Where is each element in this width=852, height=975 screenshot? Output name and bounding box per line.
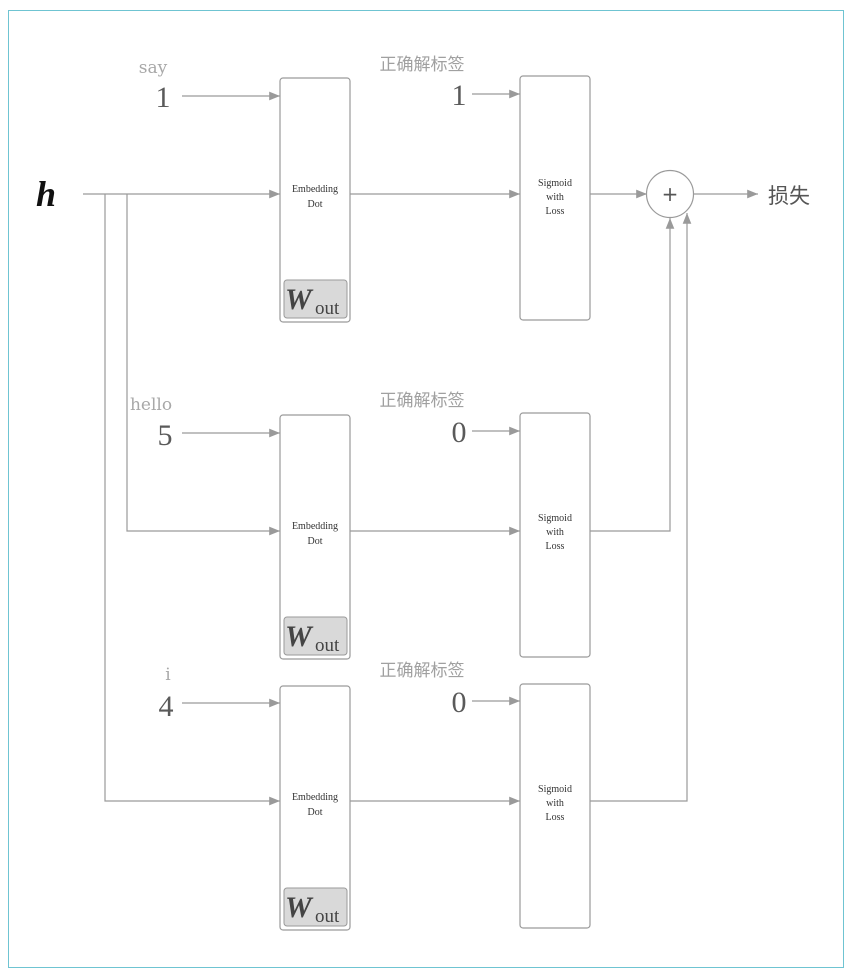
embedding-dot-box [279, 414, 351, 660]
weight-w-out-box [283, 887, 348, 927]
embedding-label: Embedding [292, 792, 338, 803]
sigmoid-with-loss-box [519, 412, 591, 658]
weight-w-out-box [283, 279, 348, 319]
context-word: say [139, 58, 168, 78]
dot-label: Dot [308, 199, 323, 210]
loss-label: Loss [546, 206, 565, 217]
weight-subscript: out [315, 906, 340, 927]
weight-symbol: W [285, 891, 314, 924]
plus-symbol: + [662, 182, 679, 206]
embedding-dot-box [279, 77, 351, 323]
with-label: with [546, 527, 564, 538]
with-label: with [546, 798, 564, 809]
context-word: hello [130, 395, 172, 415]
embedding-label: Embedding [292, 521, 338, 532]
loss-output-label: 损失 [768, 184, 810, 208]
embedding-dot-box [279, 685, 351, 931]
dot-label: Dot [308, 807, 323, 818]
weight-subscript: out [315, 298, 340, 319]
correct-label-caption: 正确解标签 [380, 391, 465, 411]
diagram-frame [8, 10, 844, 968]
sigmoid-3-to-sum-arrow [590, 213, 692, 802]
sigmoid-label: Sigmoid [538, 784, 572, 795]
loss-label: Loss [546, 541, 565, 552]
weight-subscript: out [315, 635, 340, 656]
word-index: 1 [156, 81, 171, 114]
correct-label-value: 1 [452, 79, 467, 112]
loss-label: Loss [546, 812, 565, 823]
row-2: hello 5 Embedding Dot W out 正确解标签 0 Sigm… [130, 391, 591, 660]
dot-label: Dot [308, 536, 323, 547]
weight-symbol: W [285, 283, 314, 316]
embedding-label: Embedding [292, 184, 338, 195]
with-label: with [546, 192, 564, 203]
word-index: 5 [158, 419, 173, 452]
connector-lines [83, 89, 758, 806]
sum-node [645, 169, 695, 219]
weight-symbol: W [285, 620, 314, 653]
word-index: 4 [159, 690, 174, 723]
weight-w-out-box [283, 616, 348, 656]
sigmoid-with-loss-box [519, 75, 591, 321]
correct-label-caption: 正确解标签 [380, 661, 465, 681]
context-word: i [165, 665, 171, 685]
sigmoid-with-loss-box [519, 683, 591, 929]
row-1: say 1 Embedding Dot W out 正确解标签 1 Sigmoi… [139, 55, 591, 323]
h-to-embed-2-arrow [126, 194, 280, 536]
correct-label-value: 0 [452, 686, 467, 719]
sigmoid-2-to-sum-arrow [590, 218, 675, 532]
input-vector-h: h [36, 174, 56, 214]
sigmoid-label: Sigmoid [538, 178, 572, 189]
row-3: i 4 Embedding Dot W out 正确解标签 0 Sigmoid … [159, 661, 591, 931]
correct-label-caption: 正确解标签 [380, 55, 465, 75]
correct-label-value: 0 [452, 416, 467, 449]
sigmoid-label: Sigmoid [538, 513, 572, 524]
h-to-embed-3-arrow [104, 194, 280, 806]
